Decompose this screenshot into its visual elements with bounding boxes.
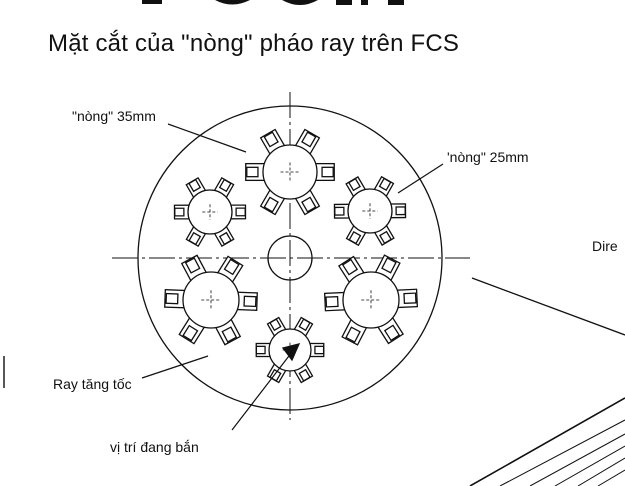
label-firing-position: vị trí đang bắn xyxy=(110,439,199,455)
barrel-bore xyxy=(262,144,318,200)
diagram-title: Mặt cắt của "nòng" pháo ray trên FCS xyxy=(48,30,460,57)
diagonal-line-4 xyxy=(554,445,625,486)
leader-rail xyxy=(141,355,209,379)
diagonal-line-6 xyxy=(597,469,625,486)
background-lines xyxy=(3,277,625,486)
label-35mm-barrel: "nòng" 35mm xyxy=(72,108,156,124)
barrel-bore xyxy=(182,271,240,329)
projectile-marker xyxy=(281,343,301,362)
accelerating-rail xyxy=(323,291,348,312)
accelerating-rail xyxy=(235,291,258,311)
diagonal-line-3 xyxy=(529,433,625,486)
label-25mm-barrel: 'nòng" 25mm xyxy=(447,149,529,165)
accelerating-rail xyxy=(388,203,407,219)
barrel-upper-left xyxy=(173,176,247,248)
barrel-top xyxy=(245,128,335,216)
barrels-group xyxy=(164,128,419,384)
diagonal-line-1 xyxy=(469,397,625,486)
barrel-upper-right xyxy=(333,175,407,247)
diagonal-line-2 xyxy=(499,419,625,486)
diagonal-line-5 xyxy=(577,457,625,486)
diagonal-line-7 xyxy=(471,277,625,336)
barrel-lower-right xyxy=(323,254,419,346)
barrel-lower-left xyxy=(164,254,258,346)
leader-35mm xyxy=(167,123,247,153)
accelerating-rail xyxy=(173,204,192,220)
accelerating-rail xyxy=(228,204,247,220)
label-accelerating-rail: Ray tăng tốc xyxy=(53,376,132,392)
center-bore xyxy=(267,235,313,281)
accelerating-rail xyxy=(307,342,325,358)
cropped-heading-fragment xyxy=(142,0,404,5)
leader-lines xyxy=(141,123,444,431)
label-cropped-text: Dire xyxy=(592,238,618,254)
leader-fire xyxy=(231,351,293,431)
leader-25mm xyxy=(397,163,444,194)
barrel-bore xyxy=(342,271,400,329)
